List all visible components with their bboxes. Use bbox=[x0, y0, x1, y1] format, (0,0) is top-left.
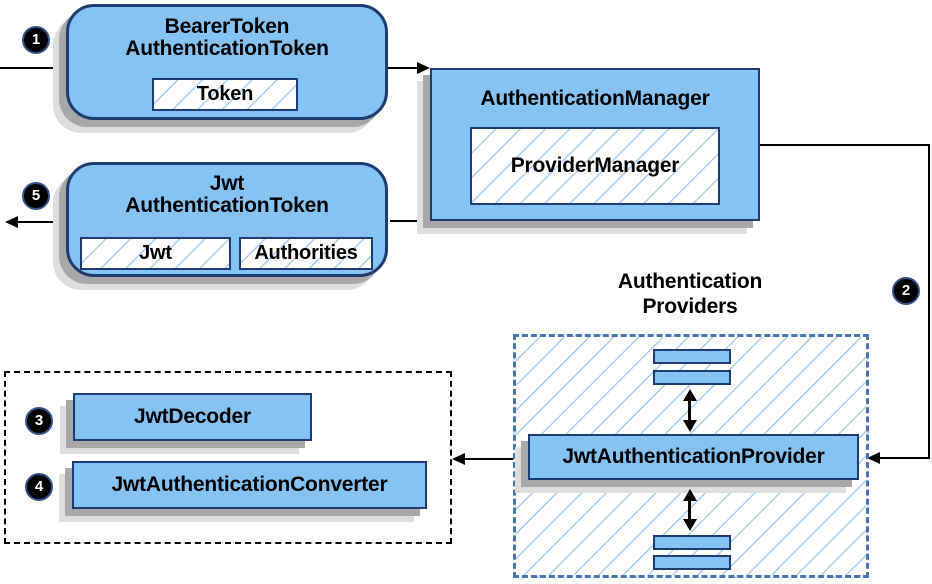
jwt-token-node: Jwt AuthenticationToken Jwt Authorities bbox=[66, 162, 388, 277]
providers-group-label: Authentication Providers bbox=[560, 269, 820, 319]
authorities-field: Authorities bbox=[239, 237, 373, 270]
step-2-number: 2 bbox=[901, 282, 911, 299]
request-in-line bbox=[0, 67, 66, 69]
jwt-decoder-node: JwtDecoder bbox=[73, 393, 312, 441]
step-4-badge: 4 bbox=[25, 473, 53, 501]
jwt-decoder-label: JwtDecoder bbox=[133, 405, 252, 428]
provider-link-top-arrow-up-icon bbox=[683, 389, 697, 401]
providers-group: JwtAuthenticationProvider bbox=[513, 334, 869, 578]
jwt-field: Jwt bbox=[80, 237, 231, 270]
authorities-field-label: Authorities bbox=[254, 242, 358, 264]
bearer-token-node: BearerToken AuthenticationToken Token bbox=[66, 4, 388, 120]
provider-to-decoder-arrowhead-icon bbox=[452, 453, 465, 465]
step-1-badge: 1 bbox=[22, 26, 50, 54]
provider-placeholder-bar bbox=[653, 555, 731, 570]
bearer-token-title-line2: AuthenticationToken bbox=[125, 37, 329, 60]
step-4-number: 4 bbox=[34, 478, 44, 495]
bearer-to-manager-line bbox=[388, 67, 420, 69]
provider-link-bottom-arrow-shaft bbox=[688, 499, 691, 521]
into-providers-arrowhead-icon bbox=[867, 452, 880, 464]
providers-group-label-line2: Providers bbox=[642, 295, 738, 318]
jwt-token-title-line2: AuthenticationToken bbox=[125, 194, 329, 217]
jwt-authentication-converter-node: JwtAuthenticationConverter bbox=[72, 461, 427, 509]
step-2-badge: 2 bbox=[892, 277, 920, 305]
provider-manager-field: ProviderManager bbox=[470, 127, 720, 205]
manager-out-line-horizontal bbox=[760, 144, 930, 146]
jwt-authentication-converter-label: JwtAuthenticationConverter bbox=[111, 473, 388, 496]
authentication-manager-title: AuthenticationManager bbox=[432, 70, 758, 110]
manager-to-jwt-line bbox=[390, 220, 431, 222]
into-providers-line bbox=[879, 457, 930, 459]
step-1-number: 1 bbox=[31, 31, 41, 48]
provider-manager-label: ProviderManager bbox=[510, 154, 680, 177]
token-field: Token bbox=[152, 78, 298, 111]
jwt-token-title: Jwt AuthenticationToken bbox=[69, 165, 385, 217]
provider-to-decoder-line bbox=[465, 458, 529, 460]
jwt-authentication-provider-node: JwtAuthenticationProvider bbox=[528, 434, 859, 480]
provider-placeholder-bar bbox=[653, 535, 731, 550]
step-3-number: 3 bbox=[34, 412, 44, 429]
step-3-badge: 3 bbox=[25, 407, 53, 435]
jwt-out-arrowhead-icon bbox=[5, 216, 18, 228]
bearer-token-title-line1: BearerToken bbox=[164, 15, 290, 38]
provider-placeholder-bar bbox=[653, 349, 731, 364]
token-field-label: Token bbox=[196, 83, 254, 105]
jwt-token-title-line1: Jwt bbox=[209, 172, 245, 195]
providers-group-label-line1: Authentication bbox=[617, 270, 763, 293]
bearer-token-title: BearerToken AuthenticationToken bbox=[69, 7, 385, 60]
provider-link-top-arrow-down-icon bbox=[683, 420, 697, 432]
bearer-to-manager-arrowhead-icon bbox=[417, 62, 430, 74]
authentication-manager-title-text: AuthenticationManager bbox=[480, 87, 710, 110]
manager-out-line-vertical bbox=[928, 144, 930, 459]
provider-link-top-arrow-shaft bbox=[688, 399, 691, 423]
step-5-number: 5 bbox=[31, 187, 41, 204]
jwt-authentication-provider-label: JwtAuthenticationProvider bbox=[562, 445, 825, 468]
provider-placeholder-bar bbox=[653, 370, 731, 385]
authentication-manager-node: AuthenticationManager ProviderManager bbox=[430, 68, 760, 221]
jwt-out-line bbox=[18, 221, 66, 223]
decoder-group: JwtDecoder JwtAuthenticationConverter bbox=[4, 371, 452, 544]
jwt-field-label: Jwt bbox=[139, 242, 172, 264]
provider-link-bottom-arrow-down-icon bbox=[683, 519, 697, 531]
provider-link-bottom-arrow-up-icon bbox=[683, 489, 697, 501]
step-5-badge: 5 bbox=[22, 182, 50, 210]
